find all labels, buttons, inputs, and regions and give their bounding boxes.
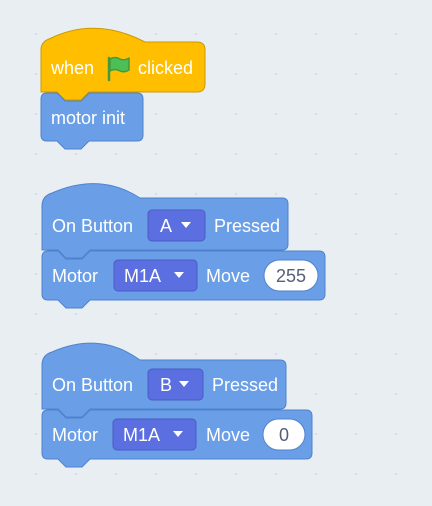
hat-prefix-label: when — [50, 58, 94, 78]
hat-prefix-label: On Button — [52, 375, 133, 395]
button-dropdown[interactable]: B — [147, 368, 204, 401]
on-button-a-hat-block[interactable]: On Button A Pressed — [41, 183, 289, 259]
motor-port-dropdown[interactable]: M1A — [112, 418, 197, 451]
speed-value: 255 — [276, 266, 306, 286]
hat-suffix-label: Pressed — [212, 375, 278, 395]
hat-prefix-label: On Button — [52, 216, 133, 236]
motor-port-value: M1A — [124, 266, 161, 286]
speed-input[interactable]: 0 — [262, 418, 306, 451]
motor-port-value: M1A — [123, 425, 160, 445]
script-button-b[interactable]: On Button B Pressed Motor M1A Move 0 — [41, 342, 313, 468]
on-button-b-hat-block[interactable]: On Button B Pressed — [41, 342, 287, 418]
button-dropdown-value: A — [160, 216, 172, 236]
motor-port-dropdown[interactable]: M1A — [113, 259, 198, 292]
speed-value: 0 — [279, 425, 289, 445]
speed-input[interactable]: 255 — [263, 259, 319, 292]
hat-suffix-label: clicked — [138, 58, 193, 78]
move-label: Move — [206, 425, 250, 445]
motor-move-block[interactable]: Motor M1A Move 0 — [41, 409, 313, 468]
motor-init-block[interactable]: motor init — [40, 92, 144, 150]
green-flag-icon — [107, 56, 130, 82]
script-green-flag[interactable]: when clicked motor init — [40, 27, 206, 150]
move-label: Move — [206, 266, 250, 286]
hat-suffix-label: Pressed — [214, 216, 280, 236]
script-button-a[interactable]: On Button A Pressed Motor M1A Move 255 — [41, 183, 326, 309]
dropdown-arrow-icon — [181, 222, 191, 228]
button-dropdown-value: B — [160, 375, 172, 395]
motor-move-block[interactable]: Motor M1A Move 255 — [41, 250, 326, 309]
motor-label: Motor — [52, 425, 98, 445]
when-flag-clicked-hat-block[interactable]: when clicked — [40, 27, 206, 101]
dropdown-arrow-icon — [179, 381, 189, 387]
button-dropdown[interactable]: A — [147, 209, 206, 242]
motor-label: Motor — [52, 266, 98, 286]
motor-init-label: motor init — [51, 108, 125, 128]
dropdown-arrow-icon — [173, 431, 183, 437]
dropdown-arrow-icon — [174, 272, 184, 278]
